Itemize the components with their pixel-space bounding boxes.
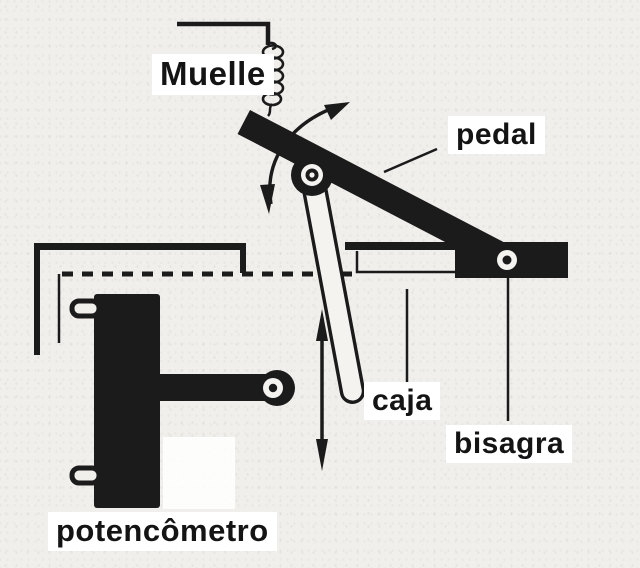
label-bisagra: bisagra bbox=[446, 425, 573, 463]
potentiometer-body bbox=[94, 294, 160, 508]
rotation-arrow bbox=[260, 102, 350, 214]
leader-line-pedal bbox=[383, 147, 438, 174]
label-potenciometro: potencômetro bbox=[48, 512, 277, 551]
pedal-bar bbox=[237, 109, 518, 274]
spring-hanger-bracket bbox=[177, 21, 271, 45]
erased-patch bbox=[163, 437, 235, 509]
lever-arm-pivot bbox=[263, 378, 283, 398]
connecting-rod bbox=[298, 159, 366, 404]
label-caja: caja bbox=[364, 382, 441, 420]
label-pedal: pedal bbox=[448, 116, 545, 154]
potentiometer-terminal-bottom bbox=[69, 465, 102, 486]
hinge-pivot bbox=[497, 250, 517, 270]
potentiometer-terminal-top bbox=[69, 298, 102, 319]
label-muelle: Muelle bbox=[152, 54, 274, 95]
box-outline-left bbox=[34, 243, 246, 355]
pedal-rod-pivot bbox=[291, 154, 333, 196]
vertical-motion-arrow bbox=[316, 309, 328, 471]
